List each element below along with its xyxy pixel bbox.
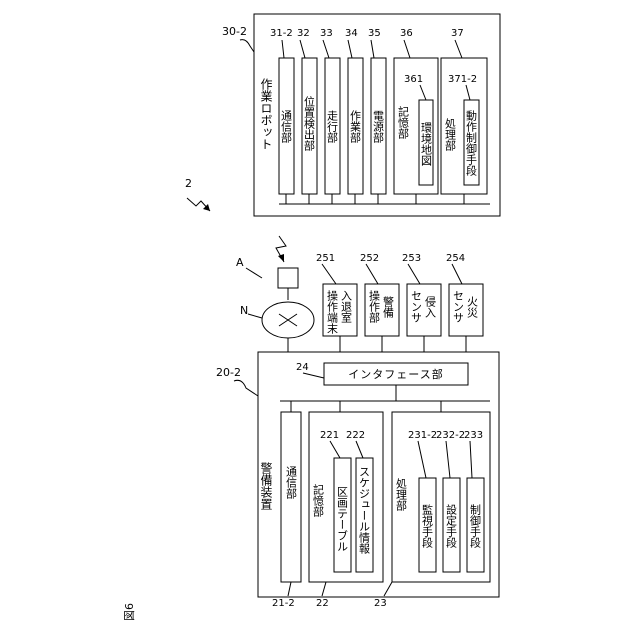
system-ref: 2 [185,177,192,190]
processor-ref: 23 [374,598,387,609]
external-devices: 251 252 253 254 入退室 操作端末 警備 操作部 侵入 センサ 火… [316,253,483,363]
unit-ref-34: 34 [345,28,358,39]
fire-line1: 火災 [466,296,479,318]
power-label: 電源部 [372,110,385,143]
security-processor-label: 処理部 [395,478,408,511]
robot-ref: 30-2 [222,25,247,38]
security-op-line1: 警備 [382,295,395,319]
motion-ctrl-ref: 371-2 [448,74,477,85]
schedule-info-label: スケジュール情報 [358,466,371,555]
robot-ref-leader [240,40,254,52]
unit-ref-31-2: 31-2 [270,28,293,39]
ext-ref-252: 252 [360,253,379,264]
security-comm-label: 通信部 [285,466,298,499]
antenna-box [278,268,298,288]
entry-exit-line2: 操作端末 [326,289,339,335]
interface-label: インタフェース部 [348,367,443,381]
entry-exit-line1: 入退室 [340,290,353,323]
monitor-label: 監視手段 [421,503,434,549]
fire-line2: センサ [452,290,465,323]
ext-ref-leaders [322,264,462,284]
setting-label: 設定手段 [445,503,458,549]
robot-processor-label: 処理部 [444,118,457,151]
env-map-label: 環境地図 [420,122,433,166]
motion-ctrl-label: 動作制御手段 [465,109,478,177]
security-ref-leader [234,380,258,396]
unit-ref-37: 37 [451,28,464,39]
ext-ref-251: 251 [316,253,335,264]
setting-ref: 232-2 [436,430,465,441]
intrusion-line1: 侵入 [424,296,437,318]
env-map-ref: 361 [404,74,423,85]
figure-label: 図6 [123,603,136,621]
robot-title: 作業ロボット [259,78,273,150]
interface-ref: 24 [296,362,309,373]
zone-table-label: 区画テーブル [336,486,349,552]
comm-ref: 21-2 [272,598,295,609]
work-label: 作業部 [349,110,362,143]
ext-ref-253: 253 [402,253,421,264]
security-op-line2: 操作部 [368,289,381,323]
storage-ref: 22 [316,598,329,609]
antenna-label: A [236,256,244,269]
control-label: 制御手段 [469,504,482,549]
ext-ref-254: 254 [446,253,465,264]
travel-label: 走行部 [326,110,339,143]
unit-ref-36: 36 [400,28,413,39]
antenna-label-leader [246,268,262,278]
intrusion-line2: センサ [410,290,423,323]
unit-ref-35: 35 [368,28,381,39]
control-ref: 233 [464,430,483,441]
unit-ref-33: 33 [320,28,333,39]
unit-ref-32: 32 [297,28,310,39]
security-storage-label: 記憶部 [312,483,325,517]
monitor-ref: 231-2 [408,430,437,441]
schedule-info-ref: 222 [346,430,365,441]
security-title: 警備装置 [259,461,273,510]
security-device: 20-2 警備装置 24 インタフェース部 通信部 21-2 記憶部 22 22… [216,352,499,609]
robot-storage-label: 記憶部 [397,105,410,139]
network-label-leader [248,314,262,318]
security-ref: 20-2 [216,366,241,379]
wireless-signal-arrowhead [278,254,284,262]
position-detect-label: 位置検出部 [303,95,316,151]
network-label: N [240,304,248,317]
robot-comm-label: 通信部 [280,110,293,143]
zone-table-ref: 221 [320,430,339,441]
work-robot: 30-2 作業ロボット 31-2 32 33 34 35 36 37 通信部 位… [222,14,500,216]
